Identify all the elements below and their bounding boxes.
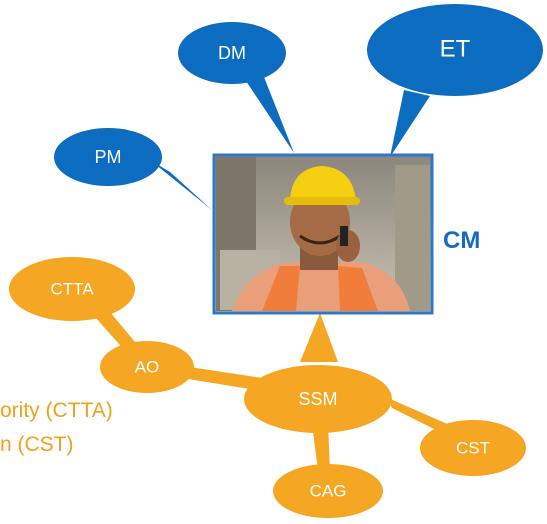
bubble-ssm: SSM <box>244 365 392 433</box>
bubble-et: ET <box>367 4 543 96</box>
bubble-pm: PM <box>54 128 162 186</box>
bubble-dm: DM <box>178 22 286 84</box>
worker-photo <box>212 153 434 315</box>
blue-connectors <box>150 72 430 210</box>
bubble-cst-label: CST <box>456 438 490 457</box>
bubble-pm-label: PM <box>95 147 122 167</box>
side-text-cst: n (CST) <box>0 433 74 456</box>
connector-dm <box>240 72 294 153</box>
bubble-ao-label: AO <box>135 357 160 376</box>
bubble-ctta: CTTA <box>9 257 135 321</box>
side-text-ctta: ority (CTTA) <box>0 399 113 422</box>
bubble-cst: CST <box>420 420 526 476</box>
bubble-cag: CAG <box>273 464 383 518</box>
bubble-ssm-label: SSM <box>298 389 337 409</box>
bubble-ao: AO <box>100 341 194 393</box>
bubble-cag-label: CAG <box>310 481 347 500</box>
bubble-dm-label: DM <box>218 43 246 63</box>
connector-ssm-cag <box>312 424 330 470</box>
bubble-et-label: ET <box>440 35 471 62</box>
connector-ao-ssm <box>170 364 268 392</box>
connector-et <box>390 90 430 157</box>
connector-photo-ssm <box>300 313 338 362</box>
cm-label: CM <box>443 227 481 254</box>
connector-pm <box>150 160 212 210</box>
connector-ssm-cst <box>388 398 452 436</box>
bubble-ctta-label: CTTA <box>50 279 94 298</box>
